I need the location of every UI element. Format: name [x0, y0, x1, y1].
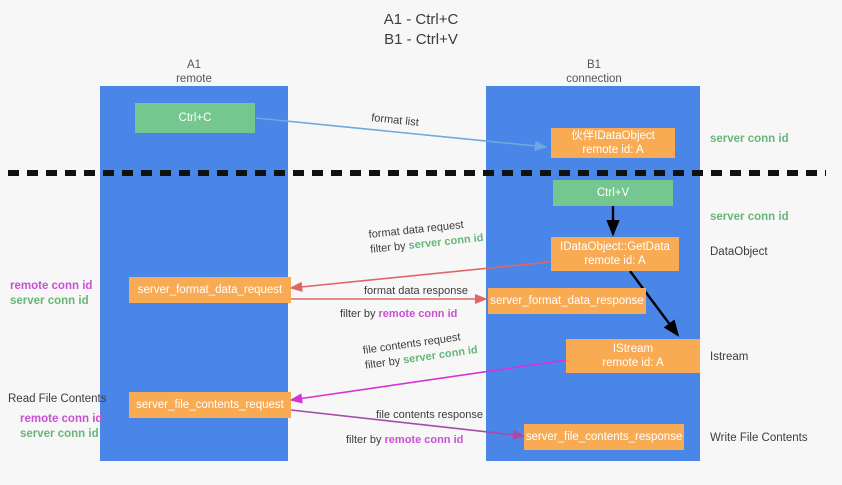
edge-label-file-contents-response: file contents response filter by remote … — [346, 408, 484, 448]
box-server-format-data-request-label: server_format_data_request — [137, 284, 283, 296]
edge-label-file-contents-request: file contents request filter by server c… — [362, 328, 479, 374]
box-server-file-contents-response[interactable]: server_file_contents_response — [524, 424, 684, 450]
filter-value-remote-conn-id: remote conn id — [384, 434, 464, 446]
filter-prefix: filter by — [364, 354, 405, 372]
right-note-istream: Istream — [710, 351, 749, 363]
column-header-b1: B1 connection — [514, 58, 674, 86]
box-ctrl-v-label: Ctrl+V — [596, 187, 630, 199]
right-note-write-file-contents: Write File Contents — [710, 432, 808, 444]
left-note-remote-conn-id-2: remote conn id — [20, 413, 103, 425]
box-server-format-data-request[interactable]: server_format_data_request — [129, 277, 291, 303]
box-idataobject-getdata-line2: remote id: A — [584, 255, 646, 267]
edge-label-format-data-request: format data request filter by server con… — [368, 216, 484, 258]
edge-label-file-contents-response-text: file contents response — [376, 409, 484, 421]
right-note-server-conn-id-2: server conn id — [710, 211, 789, 223]
box-istream[interactable]: IStream remote id: A — [566, 339, 700, 373]
right-note-data-object: DataObject — [710, 246, 768, 258]
column-header-a1-role: remote — [176, 73, 212, 85]
box-server-file-contents-request[interactable]: server_file_contents_request — [129, 392, 291, 418]
box-server-format-data-response[interactable]: server_format_data_response — [488, 288, 646, 314]
box-idataobject-line2: remote id: A — [582, 144, 644, 156]
column-header-b1-name: B1 — [586, 59, 602, 71]
box-ctrl-c[interactable]: Ctrl+C — [135, 103, 255, 133]
filter-value-remote-conn-id: remote conn id — [378, 308, 458, 320]
box-idataobject-getdata[interactable]: IDataObject::GetData remote id: A — [551, 237, 679, 271]
edge-label-file-contents-response-filter: filter by remote conn id — [346, 433, 483, 448]
edge-label-format-list-text: format list — [370, 111, 420, 129]
box-ctrl-c-label: Ctrl+C — [178, 112, 212, 124]
title-line-1: A1 - Ctrl+C — [383, 11, 459, 28]
left-note-server-conn-id-2: server conn id — [20, 428, 99, 440]
edge-label-format-data-response-filter: filter by remote conn id — [340, 307, 468, 322]
box-server-format-data-response-label: server_format_data_response — [490, 295, 644, 307]
column-header-b1-role: connection — [566, 73, 622, 85]
edge-label-format-data-response: format data response filter by remote co… — [340, 284, 468, 322]
box-server-file-contents-request-label: server_file_contents_request — [136, 399, 284, 411]
filter-prefix: filter by — [346, 434, 385, 446]
box-idataobject-getdata-line1: IDataObject::GetData — [560, 241, 670, 253]
box-ctrl-v[interactable]: Ctrl+V — [553, 180, 673, 206]
filter-prefix: filter by — [369, 239, 410, 256]
left-note-server-conn-id-1: server conn id — [10, 295, 89, 307]
left-note-remote-conn-id-1: remote conn id — [10, 280, 93, 292]
page-title: A1 - Ctrl+C B1 - Ctrl+V — [0, 10, 842, 50]
box-server-file-contents-response-label: server_file_contents_response — [525, 431, 683, 443]
right-note-server-conn-id-1: server conn id — [710, 133, 789, 145]
box-idataobject[interactable]: 伙伴IDataObject remote id: A — [551, 128, 675, 158]
title-line-2: B1 - Ctrl+V — [384, 31, 458, 48]
edge-label-format-list: format list — [370, 111, 420, 131]
column-header-a1-name: A1 — [186, 59, 202, 71]
box-istream-line2: remote id: A — [602, 357, 664, 369]
left-note-read-file-contents: Read File Contents — [8, 393, 107, 405]
box-istream-line1: IStream — [612, 343, 654, 355]
edge-label-format-data-response-text: format data response — [364, 285, 468, 297]
column-header-a1: A1 remote — [114, 58, 274, 86]
box-idataobject-line1: 伙伴IDataObject — [571, 130, 655, 142]
filter-prefix: filter by — [340, 308, 379, 320]
